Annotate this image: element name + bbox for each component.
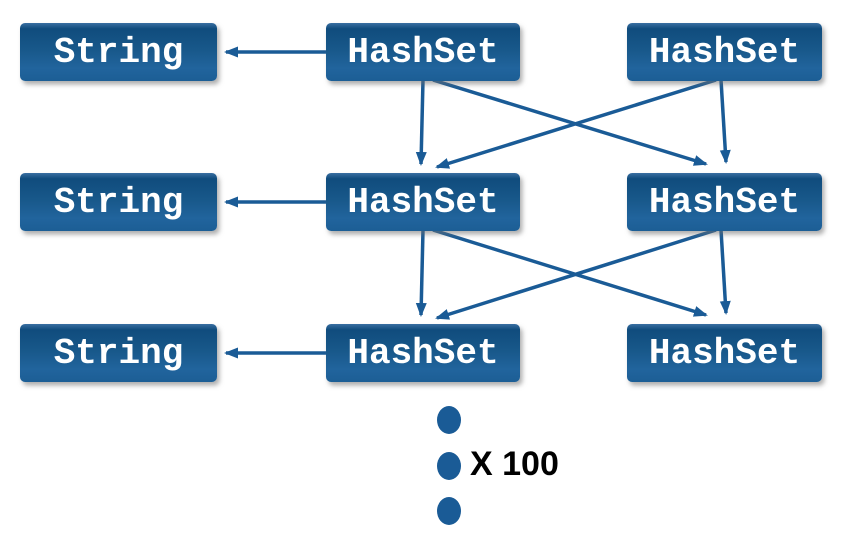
edge-hashset-mid-2-to-hashset-mid-3	[415, 229, 427, 317]
node-string-1: String	[20, 23, 217, 81]
edge-hashset-mid-1-to-hashset-right-2	[432, 78, 708, 166]
multiplier-label: X 100	[470, 445, 559, 483]
edge-hashset-right-1-to-hashset-right-2	[719, 79, 731, 164]
ellipsis-dot	[437, 497, 461, 525]
node-string-2: String	[20, 173, 217, 231]
node-hashset-mid-2: HashSet	[326, 173, 520, 231]
edge-hashset-mid-2-to-hashset-right-3	[432, 228, 708, 317]
edge-hashset-right-1-to-hashset-mid-2	[435, 78, 717, 169]
ellipsis-dot	[437, 406, 461, 434]
edge-hashset-right-2-to-hashset-mid-3	[435, 228, 717, 320]
node-hashset-mid-1: HashSet	[326, 23, 520, 81]
node-string-3: String	[20, 324, 217, 382]
ellipsis-dot	[437, 452, 461, 480]
edge-hashset-mid-1-to-hashset-mid-2	[415, 79, 427, 166]
node-hashset-right-3: HashSet	[627, 324, 822, 382]
node-hashset-right-2: HashSet	[627, 173, 822, 231]
node-hashset-right-1: HashSet	[627, 23, 822, 81]
edge-hashset-right-2-to-hashset-right-3	[719, 229, 731, 315]
node-hashset-mid-3: HashSet	[326, 324, 520, 382]
